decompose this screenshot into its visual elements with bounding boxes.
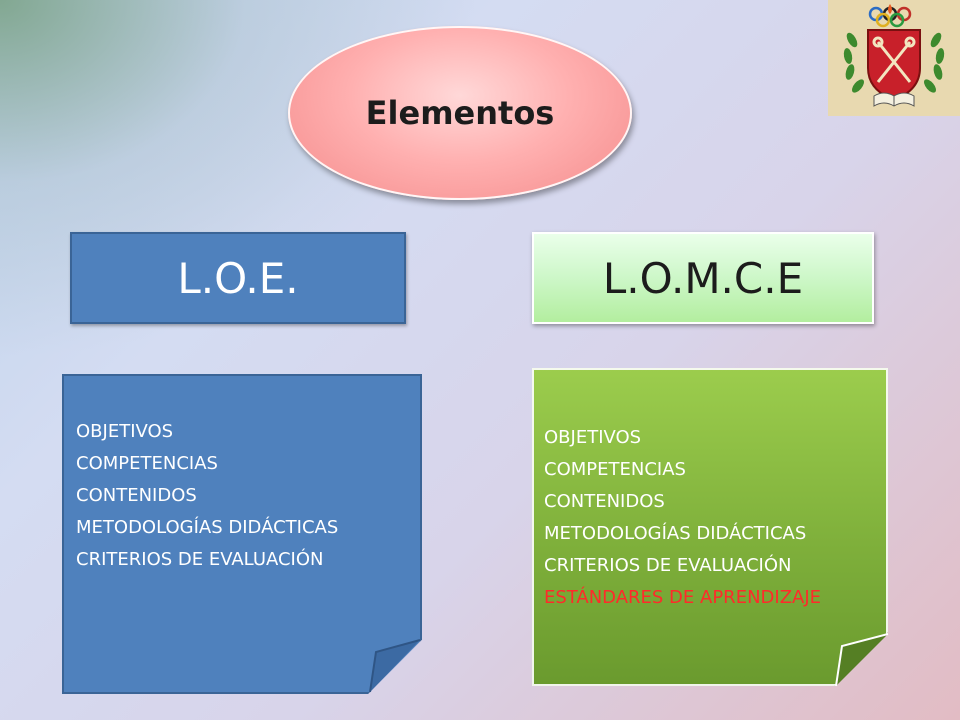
school-crest-logo — [828, 0, 960, 116]
title-ellipse: Elementos — [288, 26, 632, 200]
school-crest-icon — [843, 4, 945, 107]
diagram-title: Elementos — [365, 94, 555, 132]
loe-item: OBJETIVOS — [76, 421, 174, 442]
lomce-header-box: L.O.M.C.E — [532, 232, 874, 324]
loe-elements-note: OBJETIVOS COMPETENCIAS CONTENIDOS METODO… — [62, 374, 422, 694]
lomce-item: OBJETIVOS — [544, 427, 642, 448]
loe-item: CRITERIOS DE EVALUACIÓN — [76, 549, 324, 570]
lomce-item: CRITERIOS DE EVALUACIÓN — [544, 555, 792, 576]
loe-item: METODOLOGÍAS DIDÁCTICAS — [76, 517, 339, 538]
loe-item: COMPETENCIAS — [76, 453, 218, 474]
loe-header-box: L.O.E. — [70, 232, 406, 324]
loe-item: CONTENIDOS — [76, 485, 197, 506]
loe-note-fold — [369, 639, 421, 693]
lomce-item: CONTENIDOS — [544, 491, 665, 512]
lomce-elements-note: OBJETIVOS COMPETENCIAS CONTENIDOS METODO… — [532, 368, 888, 686]
lomce-note-fold — [835, 633, 889, 687]
loe-label: L.O.E. — [177, 253, 299, 303]
lomce-item: METODOLOGÍAS DIDÁCTICAS — [544, 523, 807, 544]
lomce-item: COMPETENCIAS — [544, 459, 686, 480]
lomce-label: L.O.M.C.E — [602, 253, 804, 303]
lomce-highlight-item: ESTÁNDARES DE APRENDIZAJE — [544, 587, 822, 608]
